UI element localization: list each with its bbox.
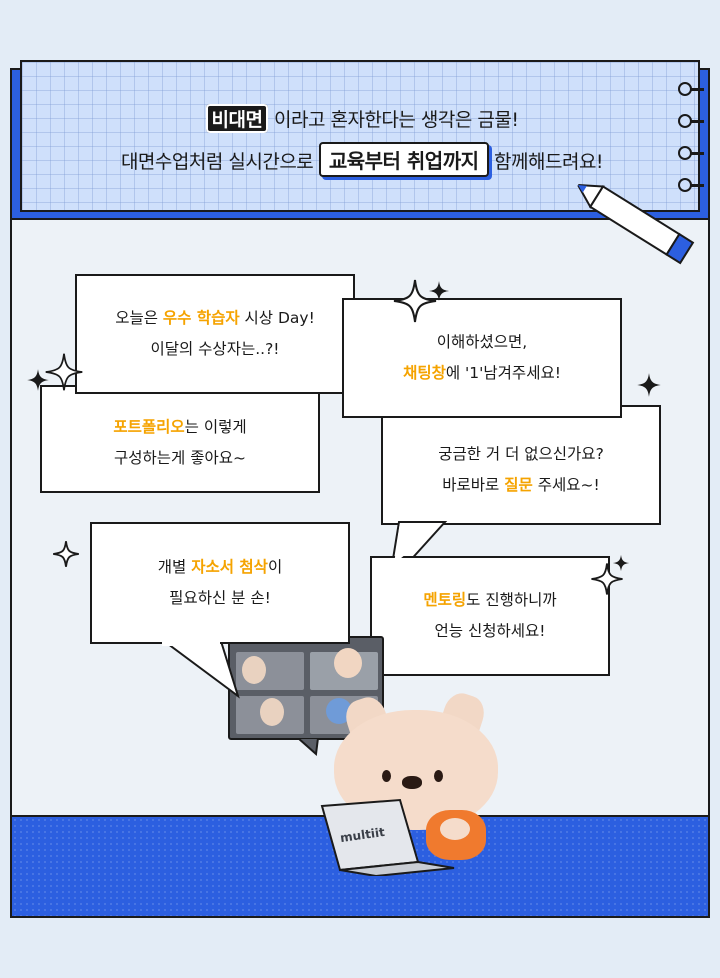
- ring-icon: [678, 178, 704, 192]
- speech-bubble-chat: 이해하셨으면, 채팅창에 '1'남겨주세요!: [342, 298, 622, 418]
- ring-icon: [678, 146, 704, 160]
- speech-bubble-top-learner: 오늘은 우수 학습자 시상 Day! 이달의 수상자는..?!: [75, 274, 355, 394]
- sparkle-icon: [53, 541, 79, 567]
- speech-bubble-questions: 궁금한 거 더 없으신가요? 바로바로 질문 주세요~!: [381, 405, 661, 525]
- header-line-2: 대면수업처럼 실시간으로 교육부터 취업까지 함께해드려요!: [22, 142, 702, 177]
- header-line-1: 비대면 이라고 혼자한다는 생각은 금물!: [22, 104, 702, 133]
- sparkle-icon: [591, 563, 623, 595]
- sparkle-icon: [637, 373, 661, 397]
- sparkle-icon: [45, 353, 83, 391]
- badge-edu-to-job: 교육부터 취업까지: [318, 142, 489, 177]
- speech-bubble-portfolio: 포트폴리오는 이렇게 구성하는게 좋아요~: [40, 385, 320, 493]
- tail-cover: [394, 524, 442, 560]
- notepad-header: 비대면 이라고 혼자한다는 생각은 금물! 대면수업처럼 실시간으로 교육부터 …: [20, 60, 704, 212]
- mascot-nose: [402, 776, 422, 789]
- mascot-avatar: [260, 698, 284, 726]
- screens-tail: [298, 738, 320, 756]
- tail-cover: [162, 636, 220, 646]
- ring-icon: [678, 114, 704, 128]
- sparkle-icon: [612, 554, 630, 572]
- sparkle-icon: [27, 369, 49, 391]
- mascot-eye: [382, 770, 391, 782]
- badge-untact: 비대면: [205, 104, 269, 133]
- speech-bubble-resume: 개별 자소서 첨삭이 필요하신 분 손!: [90, 522, 350, 644]
- mascot-eye: [434, 770, 443, 782]
- mascot-avatar: [334, 648, 362, 678]
- mascot-avatar: [242, 656, 266, 684]
- ring-icon: [678, 82, 704, 96]
- laptop-icon: [320, 798, 455, 876]
- sparkle-icon: [393, 279, 437, 323]
- speech-bubble-mentoring: 멘토링도 진행하니까 언능 신청하세요!: [370, 556, 610, 676]
- mascot-paw: [440, 818, 470, 840]
- pencil-icon: [576, 183, 695, 265]
- video-call-screens: [228, 636, 384, 740]
- sparkle-icon: [429, 281, 449, 301]
